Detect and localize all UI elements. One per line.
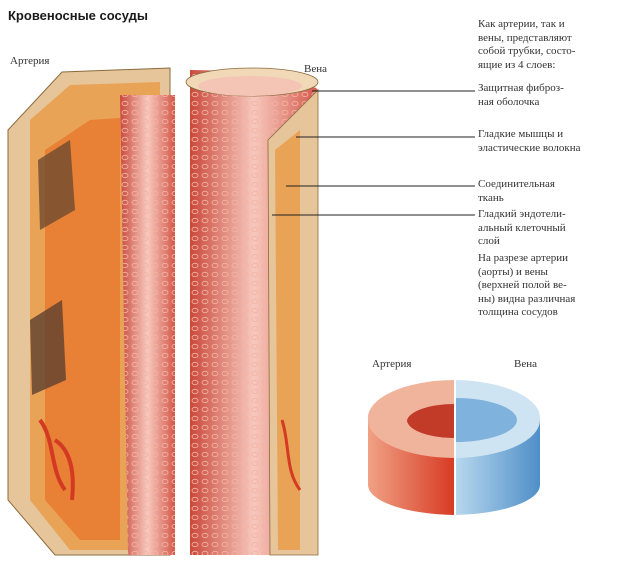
layer-line: Гладкие мышцы и xyxy=(478,128,564,140)
note-line: толщина сосудов xyxy=(478,306,558,318)
page-title: Кровеносные сосуды xyxy=(8,8,149,23)
layer-line: Гладкий эндотели- xyxy=(478,208,566,220)
layer-line: слой xyxy=(478,235,500,247)
layer-line: Защитная фиброз- xyxy=(478,82,564,94)
layer-line: ткань xyxy=(478,191,504,204)
callout-lines xyxy=(272,90,475,216)
ring-artery-label: Артерия xyxy=(372,358,412,370)
note-text: На разрезе артерии (аорты) и вены (верхн… xyxy=(478,252,575,320)
artery-label: Артерия xyxy=(10,55,50,67)
note-line: ны) видна различная xyxy=(478,292,576,305)
intro-line: вены, представляют xyxy=(478,31,572,44)
layer-connective-label: Соединительная ткань xyxy=(478,178,555,205)
ring-vein-label: Вена xyxy=(514,358,537,370)
artery-cutaway xyxy=(7,67,175,556)
layer-fibrous-label: Защитная фиброз- ная оболочка xyxy=(478,82,564,109)
intro-line: Как артерии, так и xyxy=(478,18,565,30)
note-line: (аорты) и вены xyxy=(478,265,548,278)
intro-line: собой трубки, состо- xyxy=(478,45,576,57)
vein-label: Вена xyxy=(304,63,327,75)
layer-line: альный клеточный xyxy=(478,221,566,234)
layer-endothelial-label: Гладкий эндотели- альный клеточный слой xyxy=(478,208,566,249)
note-line: На разрезе артерии xyxy=(478,252,568,264)
intro-line: ящие из 4 слоев: xyxy=(478,58,556,71)
intro-text: Как артерии, так и вены, представляют со… xyxy=(478,18,575,72)
ring-cross-section xyxy=(367,378,541,516)
note-line: (верхней полой ве- xyxy=(478,279,567,291)
vein-cutaway xyxy=(185,67,319,556)
layer-line: Соединительная xyxy=(478,178,555,190)
layer-line: эластические волокна xyxy=(478,141,581,154)
layer-line: ная оболочка xyxy=(478,95,540,108)
layer-muscle-label: Гладкие мышцы и эластические волокна xyxy=(478,128,580,155)
